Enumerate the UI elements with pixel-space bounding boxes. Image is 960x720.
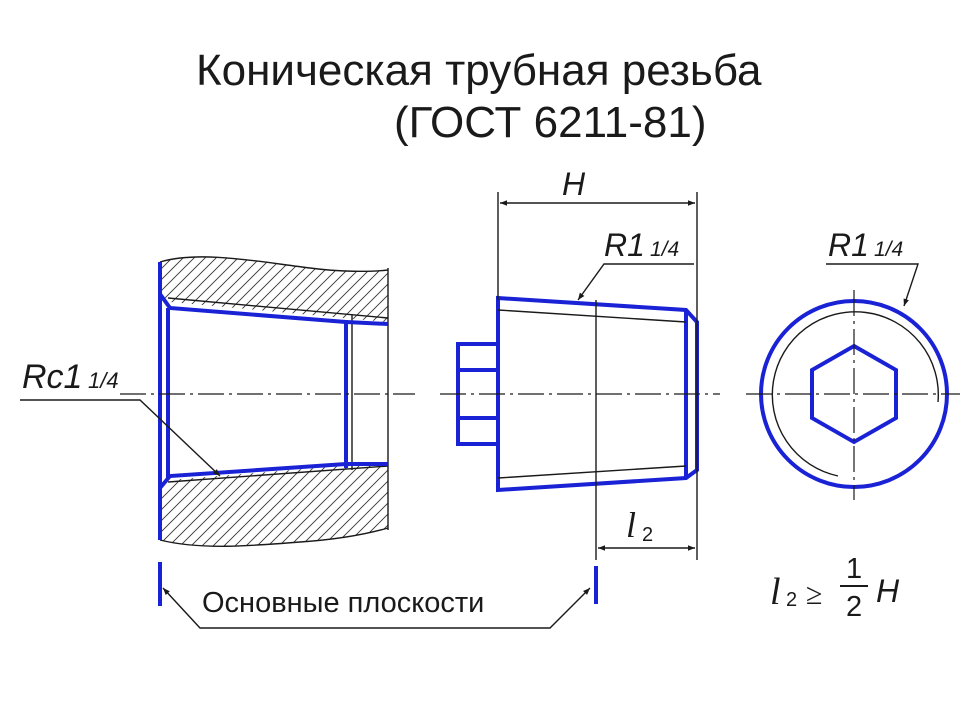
- hatch-line: [397, 455, 502, 560]
- break-line-top: [159, 256, 389, 273]
- hatch-line: [165, 256, 257, 322]
- end-thread-leader: [826, 263, 919, 307]
- hatch-line: [430, 455, 535, 560]
- hatch-line: [341, 462, 388, 547]
- hatch-line: [419, 455, 524, 560]
- internal-thread-section: [120, 240, 557, 560]
- hatch-line: [441, 455, 546, 560]
- thread-outer-bottom: [167, 465, 389, 483]
- hatch-line: [441, 240, 531, 330]
- hatch-line: [408, 240, 498, 330]
- hatch-line: [198, 462, 305, 547]
- internal-thread-callout: Rc1 1/4: [20, 358, 221, 477]
- hatch-line: [352, 256, 388, 322]
- external-thread-fraction: 1/4: [650, 238, 679, 261]
- hatch-line: [160, 256, 235, 322]
- hatch-line: [187, 462, 294, 547]
- formula-relation: ≥: [806, 578, 822, 611]
- hatch-line: [160, 256, 224, 322]
- hatch-line: [160, 256, 202, 322]
- end-view: R1 1/4: [746, 227, 960, 500]
- hatch-line: [341, 256, 388, 322]
- hatch-line: [319, 256, 388, 322]
- hatch-line: [160, 462, 228, 547]
- hatch-line: [242, 462, 349, 547]
- hatch-line: [374, 462, 388, 547]
- hatch-line: [176, 462, 283, 547]
- thread-root-arc: [771, 311, 940, 477]
- break-line-bottom: [159, 527, 389, 547]
- internal-thread-label: Rc1: [22, 358, 82, 396]
- dim-l2-subscript: 2: [642, 524, 653, 546]
- hatch-line: [363, 256, 388, 322]
- external-thread-label: R1: [604, 227, 645, 263]
- formula: l 2 ≥ 1 2 H: [770, 553, 900, 623]
- dim-h-label: H: [562, 166, 586, 202]
- hatch-line: [397, 240, 487, 330]
- hatch-line: [363, 462, 388, 547]
- hatch-line: [385, 256, 388, 322]
- hatch-line: [308, 256, 388, 322]
- hatch-line: [352, 462, 388, 547]
- internal-thread-fraction: 1/4: [88, 368, 119, 393]
- formula-l: l: [770, 571, 781, 613]
- hatch-line: [330, 462, 388, 547]
- basic-planes-callout: Основные плоскости: [158, 562, 598, 629]
- hex-socket: [810, 343, 898, 445]
- external-thread-view: H l 2 R1 1/4: [440, 166, 720, 560]
- hatch-line: [253, 462, 360, 547]
- hatch-line: [160, 256, 191, 322]
- hatch-line: [160, 462, 217, 547]
- hatch-line: [385, 462, 388, 547]
- hatch-line: [430, 240, 520, 330]
- hatch-line: [264, 462, 371, 547]
- hatch-line: [231, 462, 338, 547]
- hatch-line: [160, 256, 213, 322]
- basic-planes-leader: [162, 587, 591, 629]
- dim-l2-label: l: [626, 505, 636, 545]
- end-thread-fraction: 1/4: [874, 238, 903, 261]
- title-line-2: (ГОСТ 6211-81): [394, 98, 707, 147]
- hatch-line: [220, 462, 327, 547]
- thread-root-top: [497, 309, 687, 323]
- basic-planes-label: Основные плоскости: [202, 587, 484, 619]
- hatch-line: [286, 462, 388, 547]
- thread-root-bottom: [497, 465, 687, 479]
- formula-denominator: 2: [846, 591, 862, 623]
- formula-numerator: 1: [846, 553, 862, 585]
- bore-top: [158, 292, 389, 326]
- hatch-line: [297, 256, 388, 322]
- external-thread-leader: [577, 263, 694, 301]
- end-thread-label: R1: [828, 227, 869, 263]
- hatch-line: [319, 462, 388, 547]
- hatch-line: [419, 240, 509, 330]
- hatch-line: [330, 256, 388, 322]
- thread-outer-top: [167, 297, 389, 319]
- formula-l-subscript: 2: [786, 589, 797, 611]
- hatch-line: [452, 455, 557, 560]
- title-line-1: Коническая трубная резьба: [196, 46, 762, 95]
- bore-bottom: [158, 462, 388, 490]
- internal-thread-leader: [20, 399, 221, 477]
- formula-h: H: [876, 573, 900, 609]
